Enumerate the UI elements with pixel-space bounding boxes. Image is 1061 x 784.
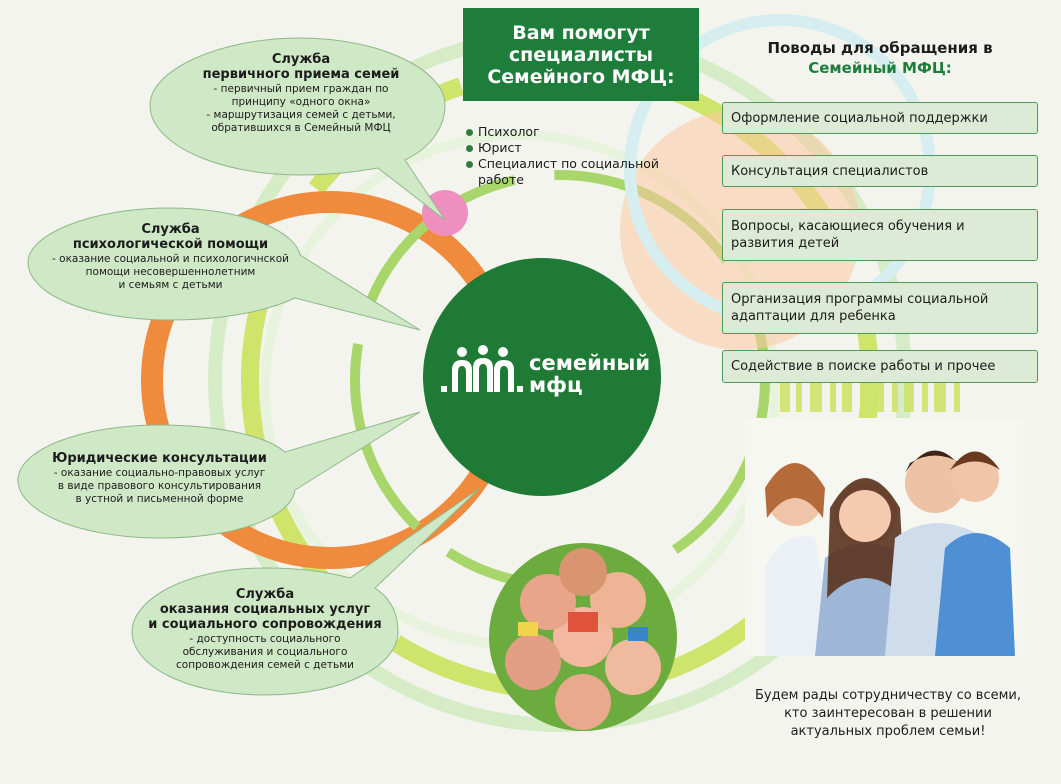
service-psychology: Служба психологической помощи - оказание… — [52, 222, 289, 291]
bullet-icon — [466, 129, 473, 136]
reason-item: Вопросы, касающиеся обучения и развития … — [722, 209, 1038, 261]
reason-item: Консультация специалистов — [722, 155, 1038, 187]
brand-name: семейный мфц — [529, 351, 651, 397]
reason-item: Организация программы социальной адаптац… — [722, 282, 1038, 334]
service-reception: Служба первичного приема семей - первичн… — [202, 52, 400, 134]
specialists-heading: Вам помогут специалисты Семейного МФЦ: — [463, 8, 699, 101]
family-photo — [745, 418, 1023, 656]
closing-message: Будем рады сотрудничеству со всеми, кто … — [754, 688, 1021, 739]
pink-dot — [422, 190, 468, 236]
bubble-reception — [149, 37, 446, 221]
bullet-icon — [466, 145, 473, 152]
brand-circle — [423, 258, 661, 496]
kids-circle-photo — [489, 543, 677, 731]
service-social-support: Служба оказания социальных услуг и социа… — [148, 587, 382, 671]
service-legal: Юридические консультации - оказание соци… — [52, 451, 267, 505]
list-item: Специалист по социальной работе — [466, 156, 703, 188]
bubble-social-support — [131, 487, 481, 696]
list-item: Психолог — [466, 124, 706, 140]
stripe-pattern — [780, 380, 960, 412]
bubble-psychology — [27, 207, 421, 331]
specialists-list: Психолог Юрист Специалист по социальной … — [466, 124, 706, 188]
list-item: Юрист — [466, 140, 706, 156]
reason-item: Содействие в поиске работы и прочее — [722, 350, 1038, 383]
reason-item: Оформление социальной поддержки — [722, 102, 1038, 134]
bullet-icon — [466, 161, 473, 168]
bubble-legal — [17, 411, 421, 539]
reasons-heading: Поводы для обращения в Семейный МФЦ: — [767, 39, 993, 77]
